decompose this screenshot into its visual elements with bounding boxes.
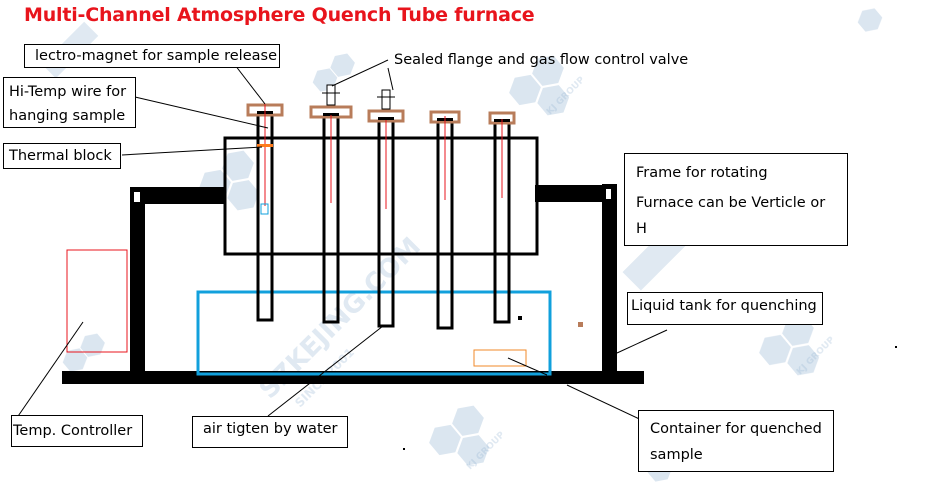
right-post [602,184,617,374]
label-electromagnet-text: lectro-magnet for sample release [35,48,277,64]
label-container-line1: Container for quenched [650,421,822,437]
label-sealed-flange: Sealed flange and gas flow control valve [394,52,689,68]
sample-container [473,349,527,367]
diagram-title: Multi-Channel Atmosphere Quench Tube fur… [24,4,535,26]
leader-container [507,357,548,376]
label-electromagnet: lectro-magnet for sample release [24,44,280,68]
watermark-text-layer: SZKEJING.COM SINCE 2001 KJ GROUP KJ GROU… [41,21,837,472]
label-frame-line3: H [636,221,647,237]
leader-valve-1 [331,59,389,87]
leader-lines [13,59,668,424]
watermark-mti-logo [62,333,105,372]
watermark-mti-logo [509,55,570,116]
watermark-layer [62,8,883,482]
label-frame-line1: Frame for rotating [636,165,768,181]
quench-tank [196,290,552,376]
watermark-mti-logo [429,405,490,466]
leader-thermal-block [121,146,263,156]
label-container: Container for quenched sample [638,410,834,472]
thermal-block-1 [257,144,273,147]
right-pivot [606,189,611,199]
label-container-line2: sample [650,447,703,463]
label-air-tight-text: air tigten by water [203,421,338,437]
watermark-mti-logo [857,8,883,32]
label-temp-controller: Temp. Controller [11,415,143,447]
label-liquid-tank: Liquid tank for quenching [627,292,823,325]
label-hi-temp-wire: Hi-Temp wire for hanging sample [3,77,136,128]
right-arm [535,185,617,202]
flange-cap-3 [378,117,394,120]
label-air-tight: air tigten by water [192,416,348,448]
valve-body-3 [381,89,391,110]
stray-dot [895,346,897,348]
valve-body-2 [326,84,336,106]
label-frame-line2: Furnace can be Verticle or [636,195,826,211]
left-arm [130,187,225,204]
leader-valve-2 [387,67,394,91]
stray-dot [578,322,583,327]
leader-air-tight [267,325,384,417]
left-post [130,187,145,375]
tube-group [246,84,516,330]
leader-temp-controller [13,321,84,423]
stray-dot [518,316,522,320]
temp-controller-box [66,249,128,353]
sample-1 [260,203,269,215]
label-thermal-block: Thermal block [3,143,121,169]
label-thermal-block-text: Thermal block [9,148,112,164]
stray-dot [403,448,405,450]
label-hi-temp-wire-line1: Hi-Temp wire for [9,84,127,100]
left-pivot [134,192,140,202]
leader-tank [616,329,668,354]
furnace-body [223,136,539,256]
flange-cap-2 [323,113,339,116]
label-liquid-tank-text: Liquid tank for quenching [631,298,817,314]
leader-hi-temp-wire [134,96,269,129]
leader-container-2 [566,384,649,424]
label-hi-temp-wire-line2: hanging sample [9,108,126,124]
label-temp-controller-text: Temp. Controller [13,423,133,439]
leader-electromagnet [234,64,266,105]
label-frame: Frame for rotating Furnace can be Vertic… [624,153,848,246]
